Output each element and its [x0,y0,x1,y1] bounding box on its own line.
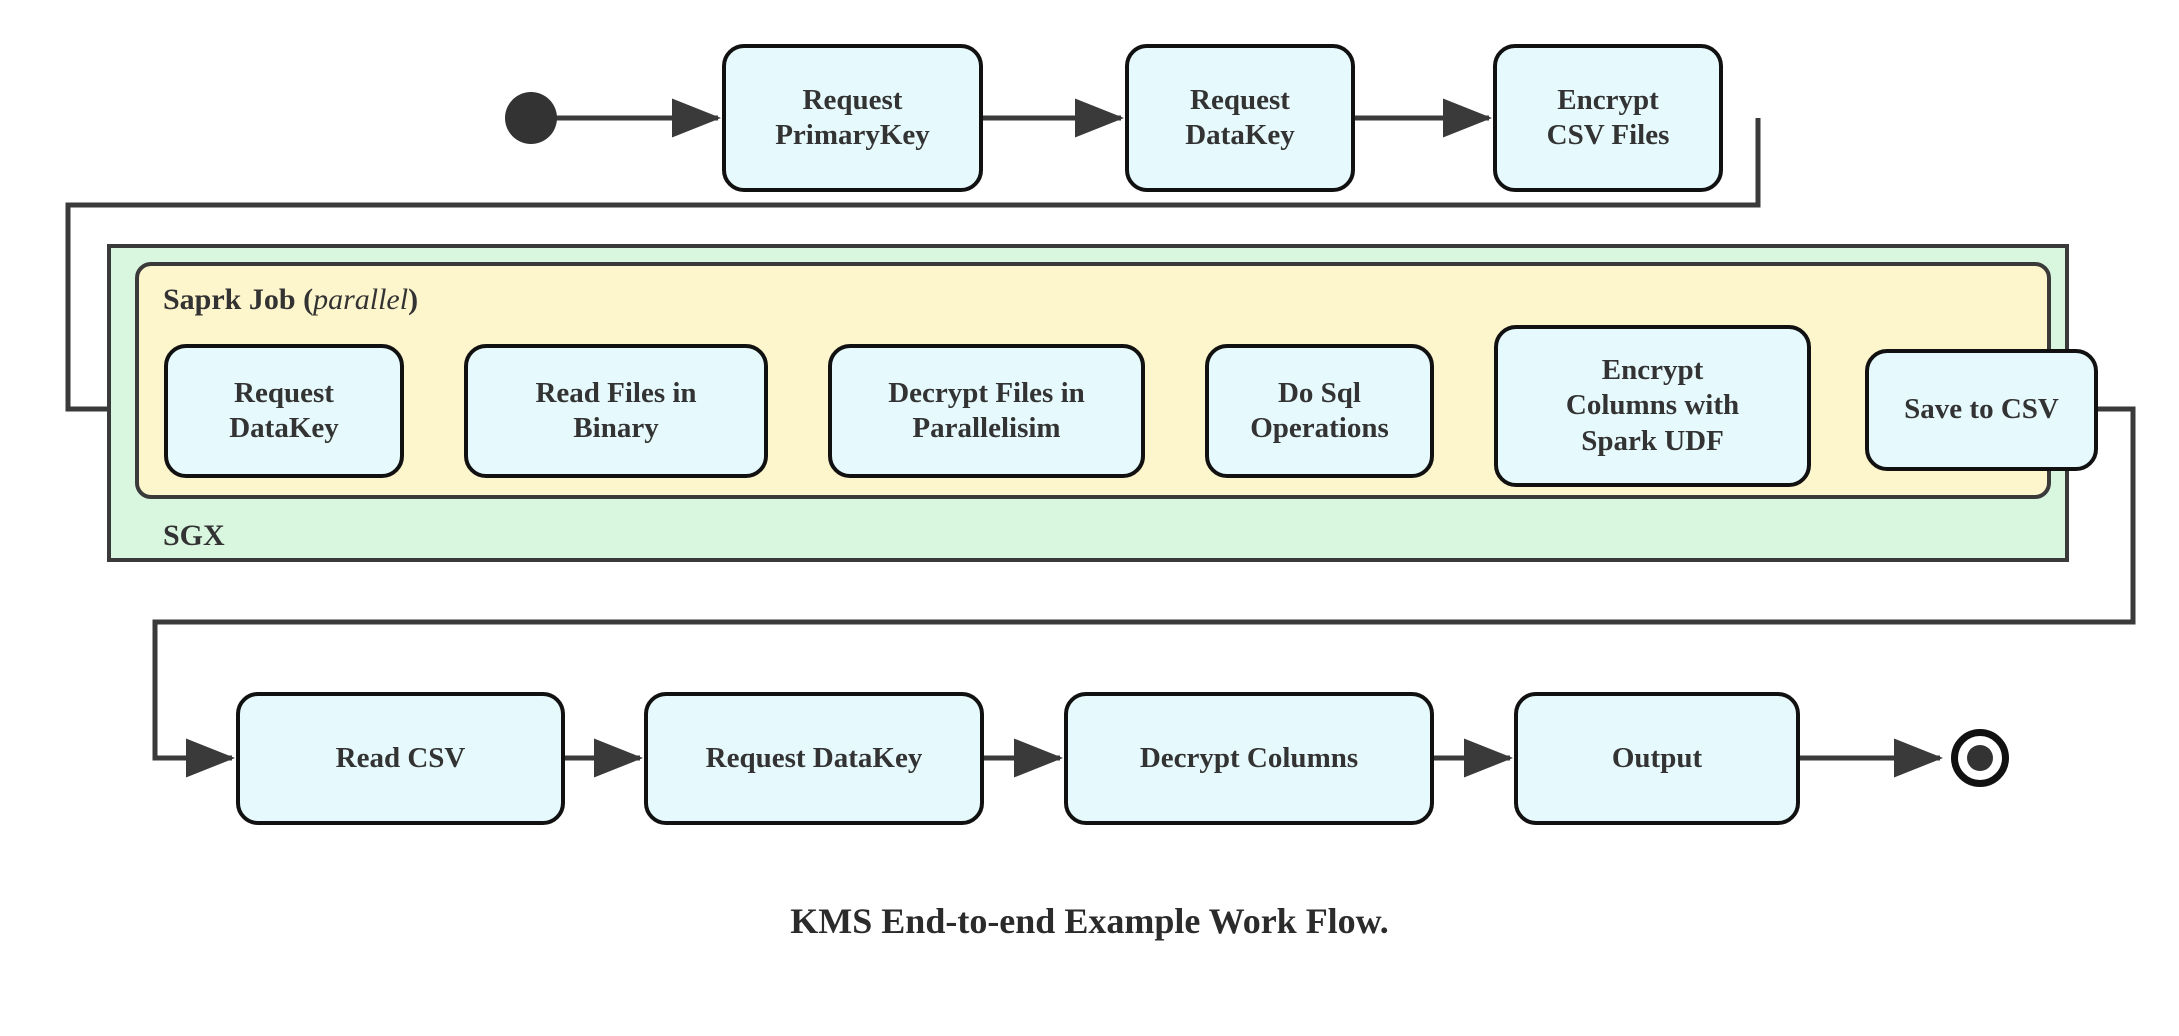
node-label: Read Files in Binary [535,376,697,444]
node-label: Read CSV [335,741,466,774]
node-label: Output [1611,741,1703,774]
node-label: Request DataKey [705,741,923,774]
figure-caption: KMS End-to-end Example Work Flow. [790,901,1389,941]
node-label: Request DataKey [229,376,339,444]
spark-job-paren-open: ( [303,283,314,316]
sgx-label: SGX [163,519,225,552]
node-label: Do Sql Operations [1250,376,1389,444]
spark-job-label: Saprk Job (parallel) [163,283,418,317]
node-request-datakey-top[interactable]: Request DataKey [1125,44,1355,192]
node-label: Request DataKey [1185,83,1295,151]
node-request-datakey-bottom[interactable]: Request DataKey [644,692,984,825]
start-node [505,92,557,144]
spark-job-label-italic: parallel [313,283,409,316]
end-node [1951,729,2009,787]
node-save-to-csv[interactable]: Save to CSV [1865,349,2098,471]
node-decrypt-columns[interactable]: Decrypt Columns [1064,692,1434,825]
node-encrypt-csv-files[interactable]: Encrypt CSV Files [1493,44,1723,192]
node-label: Encrypt Columns with Spark UDF [1565,353,1740,457]
node-do-sql-operations[interactable]: Do Sql Operations [1205,344,1434,478]
node-label: Decrypt Columns [1139,741,1359,774]
spark-job-label-main: Saprk Job [163,283,296,316]
node-read-csv[interactable]: Read CSV [236,692,565,825]
node-label: Encrypt CSV Files [1546,83,1670,151]
spark-job-paren-close: ) [408,283,419,316]
edge-encrypt-csv-to-spark-datakey [65,118,1761,429]
edge-save-csv-to-read-csv [152,406,2136,778]
node-read-files-in-binary[interactable]: Read Files in Binary [464,344,768,478]
node-decrypt-files-in-parallelisim[interactable]: Decrypt Files in Parallelisim [828,344,1145,478]
node-label: Save to CSV [1904,393,2059,426]
node-label: Decrypt Files in Parallelisim [888,376,1085,444]
node-label: Request PrimaryKey [775,83,930,151]
node-request-primarykey[interactable]: Request PrimaryKey [722,44,983,192]
node-encrypt-columns-with-spark-udf[interactable]: Encrypt Columns with Spark UDF [1494,325,1811,487]
node-output[interactable]: Output [1514,692,1800,825]
node-request-datakey-spark[interactable]: Request DataKey [164,344,404,478]
